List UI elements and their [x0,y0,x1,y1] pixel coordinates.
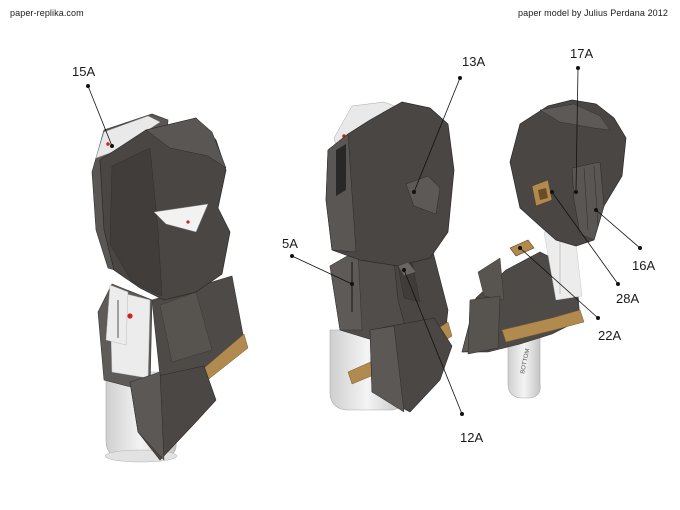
callout-12A: 12A [402,268,483,445]
callout-28A: 28A [550,190,639,306]
callout-13A: 13A [412,54,485,194]
model-view-back: BOTTOM [461,99,627,399]
callout-17A: 17A [570,46,593,194]
label-16A: 16A [632,258,655,273]
label-13A: 13A [462,54,485,69]
callout-16A: 16A [594,208,655,273]
callout-22A: 22A [518,246,621,343]
model-view-side [325,101,455,413]
label-28A: 28A [616,291,639,306]
label-12A: 12A [460,430,483,445]
label-15A: 15A [72,64,95,79]
tube-label: BOTTOM [520,348,531,374]
site-name: paper-replika.com [10,8,84,18]
label-17A: 17A [570,46,593,61]
model-view-front [91,113,249,463]
callout-5A: 5A [282,236,354,286]
label-22A: 22A [598,328,621,343]
credit-text: paper model by Julius Perdana 2012 [518,8,668,18]
callout-15A: 15A [72,64,114,148]
label-5A: 5A [282,236,298,251]
